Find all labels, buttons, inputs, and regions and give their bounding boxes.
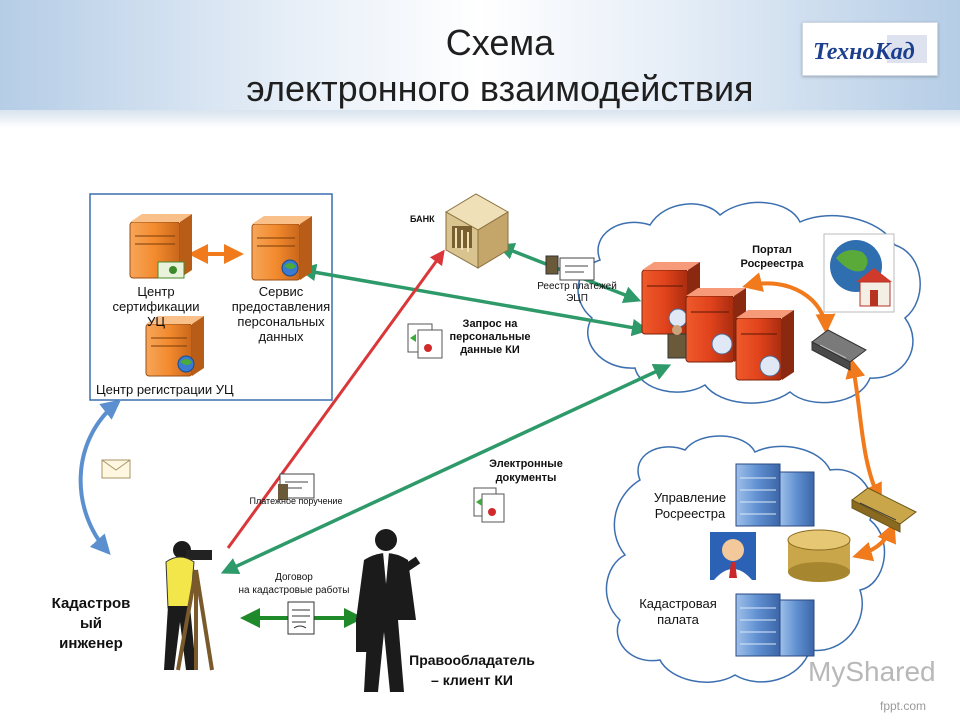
envelope-icon [101,459,131,479]
link-router-to-database [852,522,896,562]
contract-document-icon [287,601,315,635]
e-docs-line-2: документы [495,472,557,484]
request-line-1: Запрос на [462,318,518,330]
portal-line-1: Портал [752,244,792,256]
cadastral-chamber-building-icon [735,593,815,657]
registration-center-label: Центр регистрации УЦ [96,382,234,397]
database-icon [787,529,851,582]
request-document-icon [407,323,443,359]
owner-line-1: Правообладатель [409,652,535,668]
ca-center-label: Центр сертификации УЦ [98,284,214,329]
request-label: Запрос на персональные данные КИ [448,318,532,357]
owner-label: Правообладатель – клиент КИ [402,650,542,690]
link-portal-to-regional-router [845,358,882,504]
payment-order-document-icon [278,473,315,500]
service-line-4: данных [258,329,304,344]
registry-line-2: ЭЦП [566,293,588,304]
payment-order-label: Платежное поручение [249,496,343,506]
engineer-line-3: инженер [59,635,123,652]
portal-server-3-icon [735,310,794,381]
ca-center-line-3: УЦ [147,314,165,329]
link-portal-server-to-router [742,272,836,334]
link-uc-to-engineer [78,399,122,555]
ca-center-line-2: сертификации [112,299,200,314]
title-line-2: электронного взаимодействия [246,68,754,109]
service-line-1: Сервис [258,284,304,299]
security-guard-icon [667,325,687,359]
registry-line-1: Реестр платежей [537,281,617,292]
e-documents-icon [473,487,505,523]
office-line-2: Росреестра [654,506,726,521]
personal-data-server-icon [251,216,312,281]
contract-line-2: на кадастровые работы [238,585,350,596]
request-line-3: данные КИ [460,344,520,356]
bank-icon [445,193,509,269]
request-line-2: персональные [449,331,531,343]
office-line-1: Управление [653,490,727,505]
registration-server-icon [145,316,204,377]
myshared-watermark: MyShared [808,656,936,687]
cadastral-engineer-figure [164,541,214,671]
contract-label: Договор на кадастровые работы [230,571,358,597]
engineer-line-1: Кадастров [51,595,131,612]
rosreestr-office-building-icon [735,463,815,527]
portal-label: Портал Росреестра [734,243,810,271]
header-band [0,0,960,110]
engineer-line-2: ый [79,615,103,632]
contract-line-1: Договор [275,572,313,583]
payments-registry-label: Реестр платежей ЭЦП [524,281,630,305]
link-engineer-to-portal [220,363,672,575]
e-docs-line-1: Электронные [489,458,563,470]
chamber-line-2: палата [657,612,699,627]
personal-data-service-label: Сервис предоставления персональных данны… [222,284,340,344]
engineer-label: Кадастров ый инженер [36,594,146,654]
svg-text:ТехноКад: ТехноКад [813,39,915,65]
ca-server-icon [129,214,192,279]
link-service-to-portal [298,263,650,337]
technokad-logo: ТехноКад [802,22,938,76]
link-engineer-to-bank [226,249,445,549]
rosreestr-office-label: Управление Росреестра [640,490,740,522]
payments-registry-icon [545,255,595,281]
portal-router-icon [811,329,867,371]
slide-title: Схема электронного взаимодействия [0,20,960,112]
title-line-1: Схема [445,22,555,63]
user-avatar-icon [710,532,756,580]
rights-holder-figure [356,529,421,692]
chamber-line-1: Кадастровая [639,596,717,611]
owner-line-2: – клиент КИ [431,672,513,688]
e-documents-label: Электронные документы [480,457,572,485]
regional-router-icon [851,487,917,533]
service-line-3: персональных [237,314,325,329]
ca-center-line-1: Центр [137,284,175,299]
portal-line-2: Росреестра [740,258,804,270]
globe-home-icon [823,233,895,313]
service-line-2: предоставления [231,299,331,314]
fppt-watermark: fppt.com [880,699,927,713]
header-shadow [0,110,960,128]
cadastral-chamber-label: Кадастровая палата [628,596,728,628]
bank-label: БАНК [410,214,435,224]
